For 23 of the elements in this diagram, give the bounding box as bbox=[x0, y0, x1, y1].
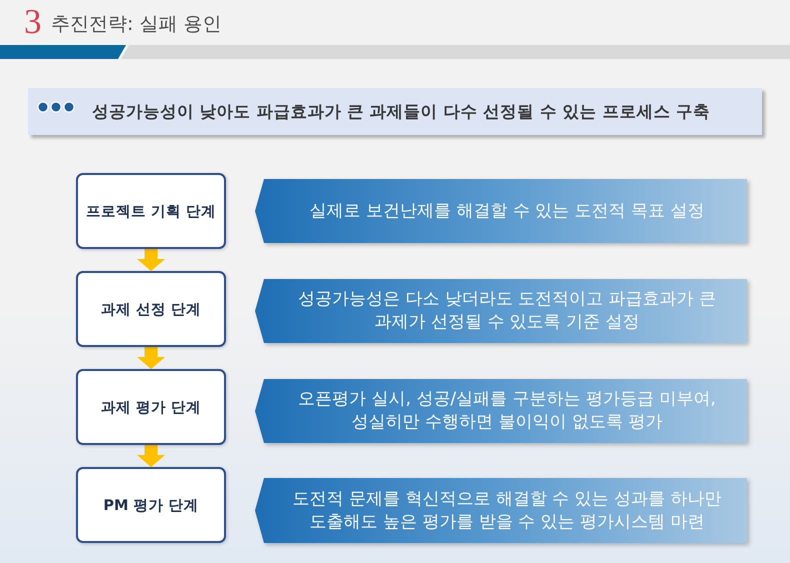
stage-box bbox=[76, 173, 226, 249]
flow-arrow bbox=[137, 249, 165, 271]
description-banner bbox=[255, 179, 747, 243]
stage-box bbox=[76, 467, 226, 543]
section-number: 3 bbox=[24, 2, 42, 42]
stage-box bbox=[76, 271, 226, 347]
description-text: 성공가능성은 다소 낮더라도 도전적이고 파급효과가 큰 과제가 선정될 수 있도록 기준 설정 bbox=[296, 288, 718, 334]
stage-box bbox=[76, 369, 226, 445]
flow-arrow bbox=[137, 445, 165, 467]
stage-label: PM 평가 단계 bbox=[103, 496, 199, 514]
stage-label: 과제 선정 단계 bbox=[100, 300, 202, 318]
description-text: 도전적 문제를 혁신적으로 해결할 수 있는 성과를 하나만 도출해도 높은 평가를 받을 수 있는 평가시스템 마련 bbox=[292, 488, 722, 534]
stage-label: 과제 평가 단계 bbox=[100, 398, 202, 416]
page-title: 추진전략: 실패 용인 bbox=[51, 12, 222, 37]
description-text: 오픈평가 실시, 성공/실패를 구분하는 평가등급 미부여, 성실히만 수행하면 불이익이 없도록 평가 bbox=[297, 388, 717, 434]
stage-label: 프로젝트 기획 단계 bbox=[86, 202, 216, 220]
description-banner bbox=[255, 279, 747, 343]
headline-text: 성공가능성이 낮아도 파급효과가 큰 과제들이 다수 선정될 수 있는 프로세스 구축 bbox=[92, 100, 710, 122]
description-banner bbox=[255, 478, 747, 543]
flow-arrow bbox=[137, 347, 165, 369]
description-text: 실제로 보건난제를 해결할 수 있는 도전적 목표 설정 bbox=[310, 200, 704, 222]
description-banner bbox=[255, 379, 747, 443]
headline-banner bbox=[28, 88, 762, 135]
